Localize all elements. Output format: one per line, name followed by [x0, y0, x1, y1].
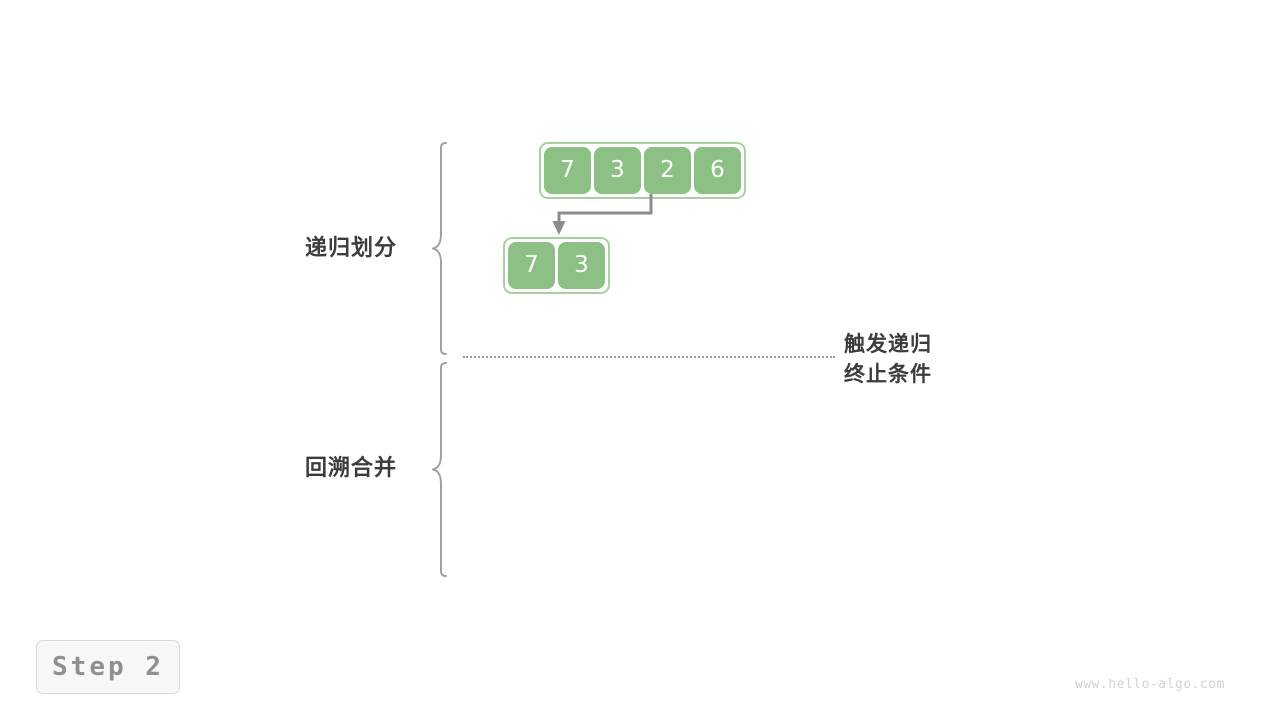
array-left-subarray: 7 3 — [503, 237, 610, 294]
step-badge: Step 2 — [36, 640, 180, 694]
array-cell: 7 — [508, 242, 555, 289]
array-cell: 3 — [594, 147, 641, 194]
base-case-annotation-line1: 触发递归 — [844, 333, 932, 356]
base-case-annotation: 触发递归 终止条件 — [844, 330, 932, 390]
section-label-recursive-partition: 递归划分 — [305, 235, 398, 260]
array-cell: 3 — [558, 242, 605, 289]
partition-arrow-icon — [545, 192, 675, 242]
watermark: www.hello-algo.com — [1075, 677, 1225, 692]
recursion-base-case-separator — [463, 356, 835, 358]
array-cell: 2 — [644, 147, 691, 194]
array-cell: 6 — [694, 147, 741, 194]
section-label-backtrack-merge: 回溯合并 — [305, 455, 398, 480]
array-root: 7 3 2 6 — [539, 142, 746, 199]
base-case-annotation-line2: 终止条件 — [844, 363, 932, 386]
array-cell: 7 — [544, 147, 591, 194]
brace-recursive-partition — [430, 138, 452, 360]
brace-backtrack-merge — [430, 358, 452, 582]
